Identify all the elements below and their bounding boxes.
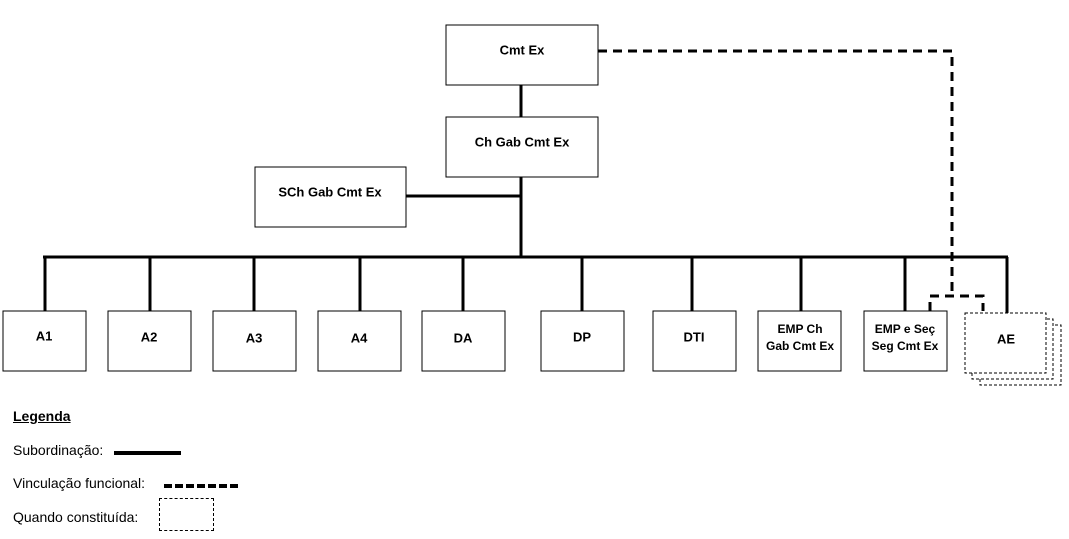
label-cmt-ex: Cmt Ex — [500, 42, 546, 57]
label-dp: DP — [573, 329, 591, 344]
line-functional-cmt — [598, 49, 954, 296]
box-da: DA — [421, 310, 506, 372]
legend-solid-line — [114, 451, 181, 455]
box-dp: DP — [540, 310, 625, 372]
box-a1: A1 — [2, 310, 87, 372]
box-a3: A3 — [212, 310, 297, 372]
label-emp-ch-2: Gab Cmt Ex — [766, 339, 834, 353]
box-emp-seg: EMP e Seç Seg Cmt Ex — [863, 310, 948, 372]
label-dti: DTI — [684, 329, 705, 344]
legend-subordinacao-label: Subordinação: — [13, 442, 104, 458]
label-ae: AE — [997, 331, 1015, 346]
label-a1: A1 — [36, 328, 53, 343]
label-a4: A4 — [351, 330, 368, 345]
label-a2: A2 — [141, 329, 158, 344]
label-emp-seg-1: EMP e Seç — [875, 322, 936, 336]
line-functional-bracket — [928, 294, 985, 311]
legend-vinculacao-label: Vinculação funcional: — [13, 475, 146, 491]
box-cmt-ex: Cmt Ex — [445, 24, 599, 86]
box-emp-ch: EMP Ch Gab Cmt Ex — [757, 310, 842, 372]
box-dti: DTI — [652, 310, 737, 372]
box-a2: A2 — [107, 310, 192, 372]
functional-link — [598, 49, 985, 311]
label-da: DA — [454, 330, 473, 345]
label-emp-ch-1: EMP Ch — [777, 322, 822, 336]
box-ae: AE — [964, 312, 1062, 386]
label-ch-gab: Ch Gab Cmt Ex — [475, 134, 570, 149]
legend-dashed-line — [164, 484, 238, 488]
box-ch-gab: Ch Gab Cmt Ex — [445, 116, 599, 178]
box-sch-gab: SCh Gab Cmt Ex — [254, 166, 407, 228]
legend-dashed-box — [159, 498, 214, 531]
label-sch-gab: SCh Gab Cmt Ex — [278, 184, 382, 199]
label-emp-seg-2: Seg Cmt Ex — [872, 339, 939, 353]
legend-title: Legenda — [13, 408, 71, 424]
legend-constituida-label: Quando constituída: — [13, 509, 139, 525]
box-a4: A4 — [317, 310, 402, 372]
subordination-lines — [43, 85, 1009, 313]
label-a3: A3 — [246, 330, 263, 345]
